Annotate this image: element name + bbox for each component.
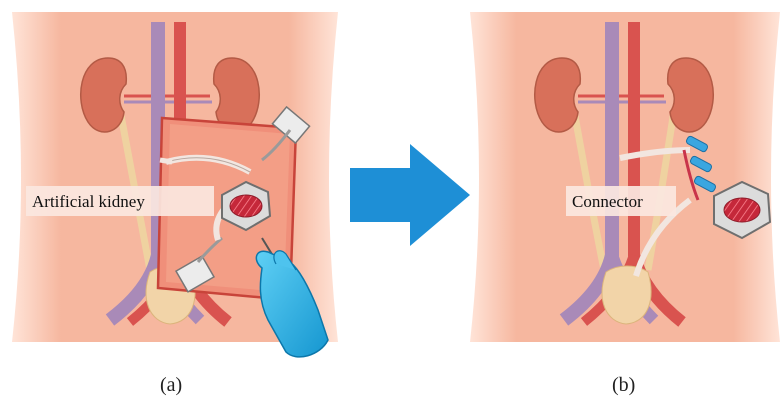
- arrow-right-icon: [350, 144, 470, 246]
- kidney-left-a: [81, 58, 127, 132]
- panel-label-a: (a): [160, 374, 182, 396]
- callout-artificial-kidney: Artificial kidney: [32, 192, 145, 211]
- panel-a: Artificial kidney (a): [12, 12, 338, 396]
- bladder-b: [602, 266, 651, 324]
- kidney-left-b: [535, 58, 581, 132]
- transition-arrow: [350, 144, 470, 246]
- kidney-right-b: [668, 58, 714, 132]
- callout-connector: Connector: [572, 192, 643, 211]
- kidney-right-a: [214, 58, 260, 132]
- panel-label-b: (b): [612, 374, 635, 396]
- panel-b: Connector (b): [470, 12, 780, 396]
